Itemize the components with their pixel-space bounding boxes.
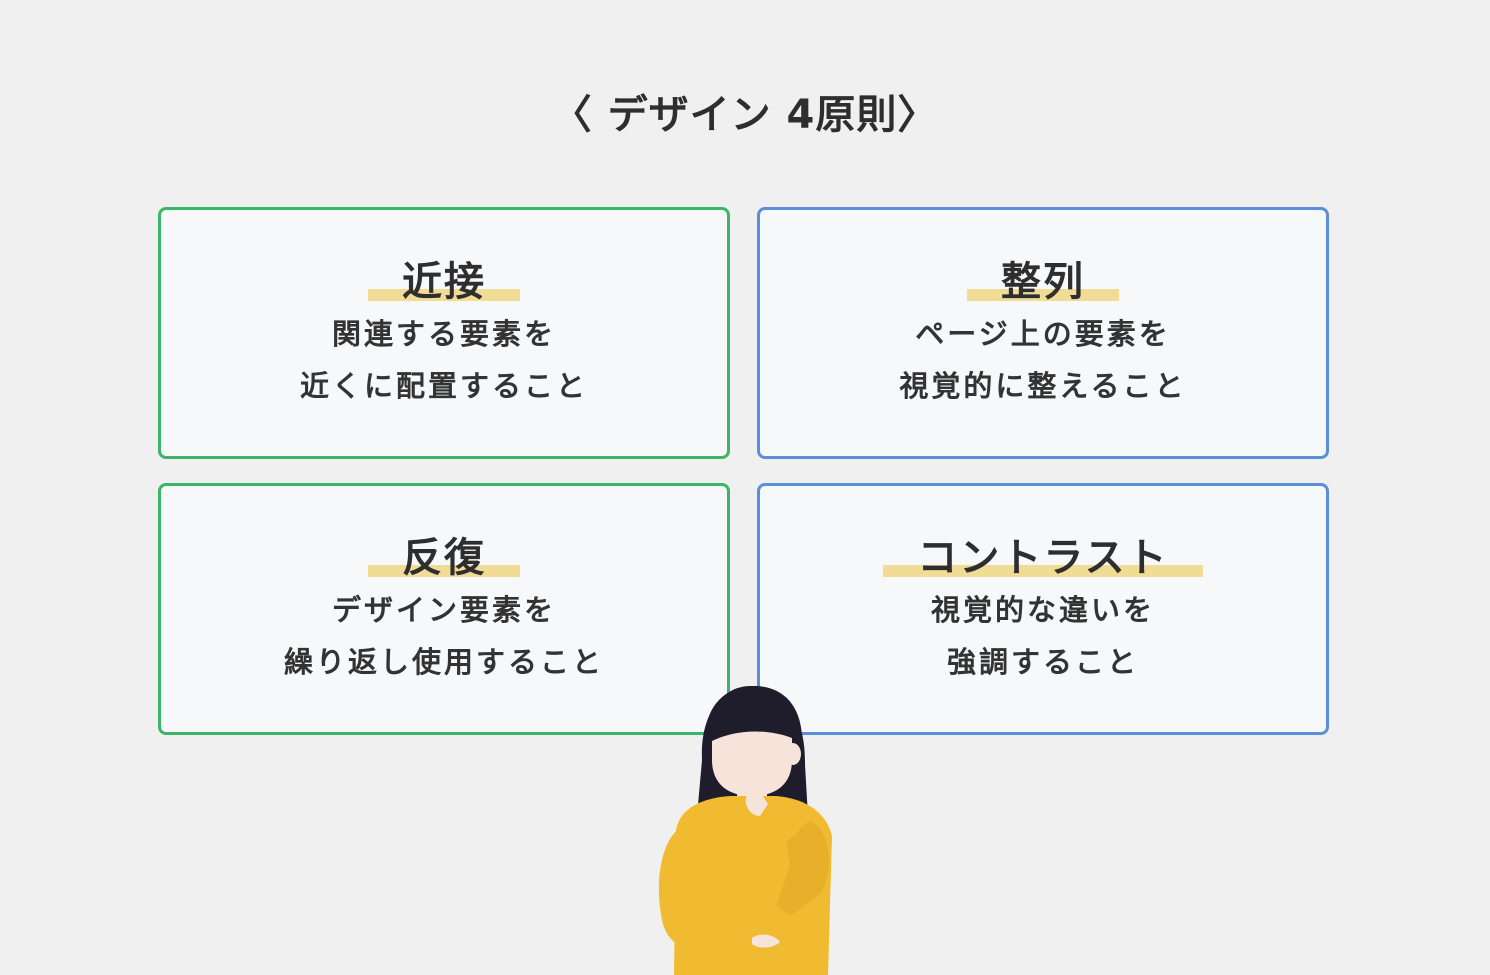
card-description-line: 視覚的に整えること: [899, 369, 1187, 403]
page-title: 〈 デザイン 4原則〉: [551, 92, 939, 138]
card-contrast: コントラスト 視覚的な違いを 強調すること: [757, 483, 1329, 735]
card-alignment: 整列 ページ上の要素を 視覚的に整えること: [757, 207, 1329, 459]
card-description-line: 関連する要素を: [331, 317, 556, 351]
card-description-line: 繰り返し使用すること: [283, 645, 604, 679]
card-description-line: デザイン要素を: [331, 593, 556, 627]
card-heading: 反復: [368, 534, 520, 582]
thinking-woman-illustration: [658, 685, 832, 975]
card-description-line: ページ上の要素を: [915, 317, 1171, 351]
card-description-line: 視覚的な違いを: [930, 593, 1155, 627]
card-proximity: 近接 関連する要素を 近くに配置すること: [158, 207, 730, 459]
card-heading: コントラスト: [883, 534, 1203, 582]
card-description-line: 近くに配置すること: [299, 369, 588, 403]
card-heading: 近接: [368, 258, 520, 306]
card-heading: 整列: [967, 258, 1119, 306]
card-description-line: 強調すること: [946, 645, 1139, 679]
card-repetition: 反復 デザイン要素を 繰り返し使用すること: [158, 483, 730, 735]
